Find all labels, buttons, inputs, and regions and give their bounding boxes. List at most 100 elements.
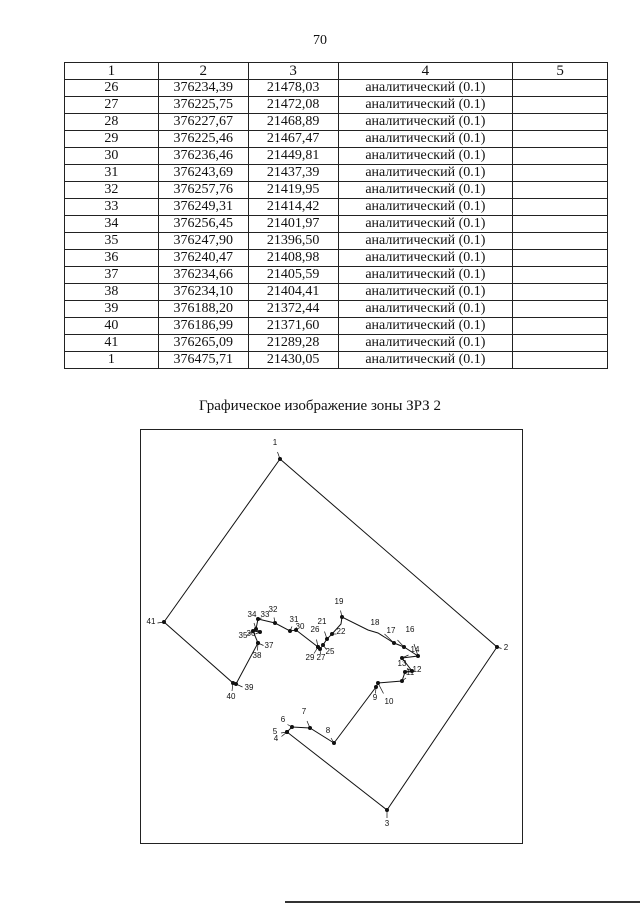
vertex-label: 7	[302, 707, 307, 716]
vertex-label: 29	[306, 653, 315, 662]
vertex-leader	[324, 631, 328, 640]
table-cell: аналитический (0.1)	[337, 130, 514, 148]
vertex-label: 34	[248, 610, 257, 619]
table-cell: аналитический (0.1)	[337, 96, 514, 114]
vertex-leader	[257, 642, 259, 651]
diagram-frame	[140, 429, 523, 844]
vertex-leader	[287, 724, 293, 728]
table-cell: 376240,47	[157, 249, 249, 267]
table-cell: аналитический (0.1)	[337, 79, 514, 97]
table-cell: 21430,05	[247, 351, 339, 369]
table-cell: аналитический (0.1)	[337, 317, 514, 335]
vertex-label: 35	[239, 631, 248, 640]
vertex-label: 18	[371, 618, 380, 627]
table-cell: аналитический (0.1)	[337, 266, 514, 284]
vertex-leader	[235, 683, 243, 688]
vertex-leader	[496, 646, 502, 649]
table-cell: 376234,66	[157, 266, 249, 284]
vertex-leader	[253, 622, 257, 630]
vertex-leader	[377, 682, 384, 694]
table-cell: 36	[64, 249, 159, 267]
table-cell: 39	[64, 300, 159, 318]
table-cell: 376234,39	[157, 79, 249, 97]
table-cell: 34	[64, 215, 159, 233]
table-cell: 376227,67	[157, 113, 249, 131]
table-cell: аналитический (0.1)	[337, 113, 514, 131]
vertex-label: 5	[273, 727, 278, 736]
table-cell: 30	[64, 147, 159, 165]
table-cell	[512, 181, 608, 199]
vertex-label: 2	[504, 643, 509, 652]
vertex-leader	[406, 668, 413, 672]
table-cell: 21468,89	[247, 113, 339, 131]
vertex-label: 38	[253, 651, 262, 660]
table-cell	[512, 96, 608, 114]
table-cell	[512, 283, 608, 301]
table-cell: аналитический (0.1)	[337, 351, 514, 369]
table-cell: 376225,75	[157, 96, 249, 114]
column-header: 5	[512, 62, 608, 80]
table-cell: 29	[64, 130, 159, 148]
table-cell: 26	[64, 79, 159, 97]
table-cell: 38	[64, 283, 159, 301]
vertex-leader	[330, 737, 335, 744]
table-cell	[512, 232, 608, 250]
vertex-leader	[255, 631, 261, 635]
vertex-label: 41	[147, 617, 156, 626]
table-cell: 376236,46	[157, 147, 249, 165]
table-cell: 21371,60	[247, 317, 339, 335]
vertex-leader	[247, 630, 254, 635]
table-cell: 21437,39	[247, 164, 339, 182]
table-cell: 21414,42	[247, 198, 339, 216]
table-cell: 40	[64, 317, 159, 335]
table-cell	[512, 334, 608, 352]
table-cell: 376225,46	[157, 130, 249, 148]
table-cell: аналитический (0.1)	[337, 283, 514, 301]
table-cell: 376247,90	[157, 232, 249, 250]
table-cell: аналитический (0.1)	[337, 198, 514, 216]
table-cell: 21408,98	[247, 249, 339, 267]
table-cell: 35	[64, 232, 159, 250]
table-cell: 21449,81	[247, 147, 339, 165]
vertex-label: 21	[318, 617, 327, 626]
table-cell	[512, 130, 608, 148]
table-cell	[512, 266, 608, 284]
table-cell: 28	[64, 113, 159, 131]
vertex-leader	[340, 610, 343, 618]
vertex-leader	[375, 686, 377, 694]
table-cell	[512, 79, 608, 97]
vertex-label: 3	[385, 819, 390, 828]
table-cell: 37	[64, 266, 159, 284]
table-cell	[512, 317, 608, 335]
table-cell: 21401,97	[247, 215, 339, 233]
vertex-label: 16	[406, 625, 415, 634]
table-cell: 1	[64, 351, 159, 369]
vertex-label: 6	[281, 715, 286, 724]
page-number: 70	[313, 33, 327, 48]
table-cell	[512, 164, 608, 182]
table-cell	[512, 351, 608, 369]
column-header: 1	[64, 62, 159, 80]
vertex-label: 37	[265, 641, 274, 650]
table-cell: 376188,20	[157, 300, 249, 318]
column-header: 2	[157, 62, 249, 80]
vertex-label: 4	[274, 734, 279, 743]
vertex-leader	[401, 677, 407, 682]
table-cell: 21404,41	[247, 283, 339, 301]
vertex-label: 17	[387, 626, 396, 635]
vertex-label: 22	[337, 627, 346, 636]
